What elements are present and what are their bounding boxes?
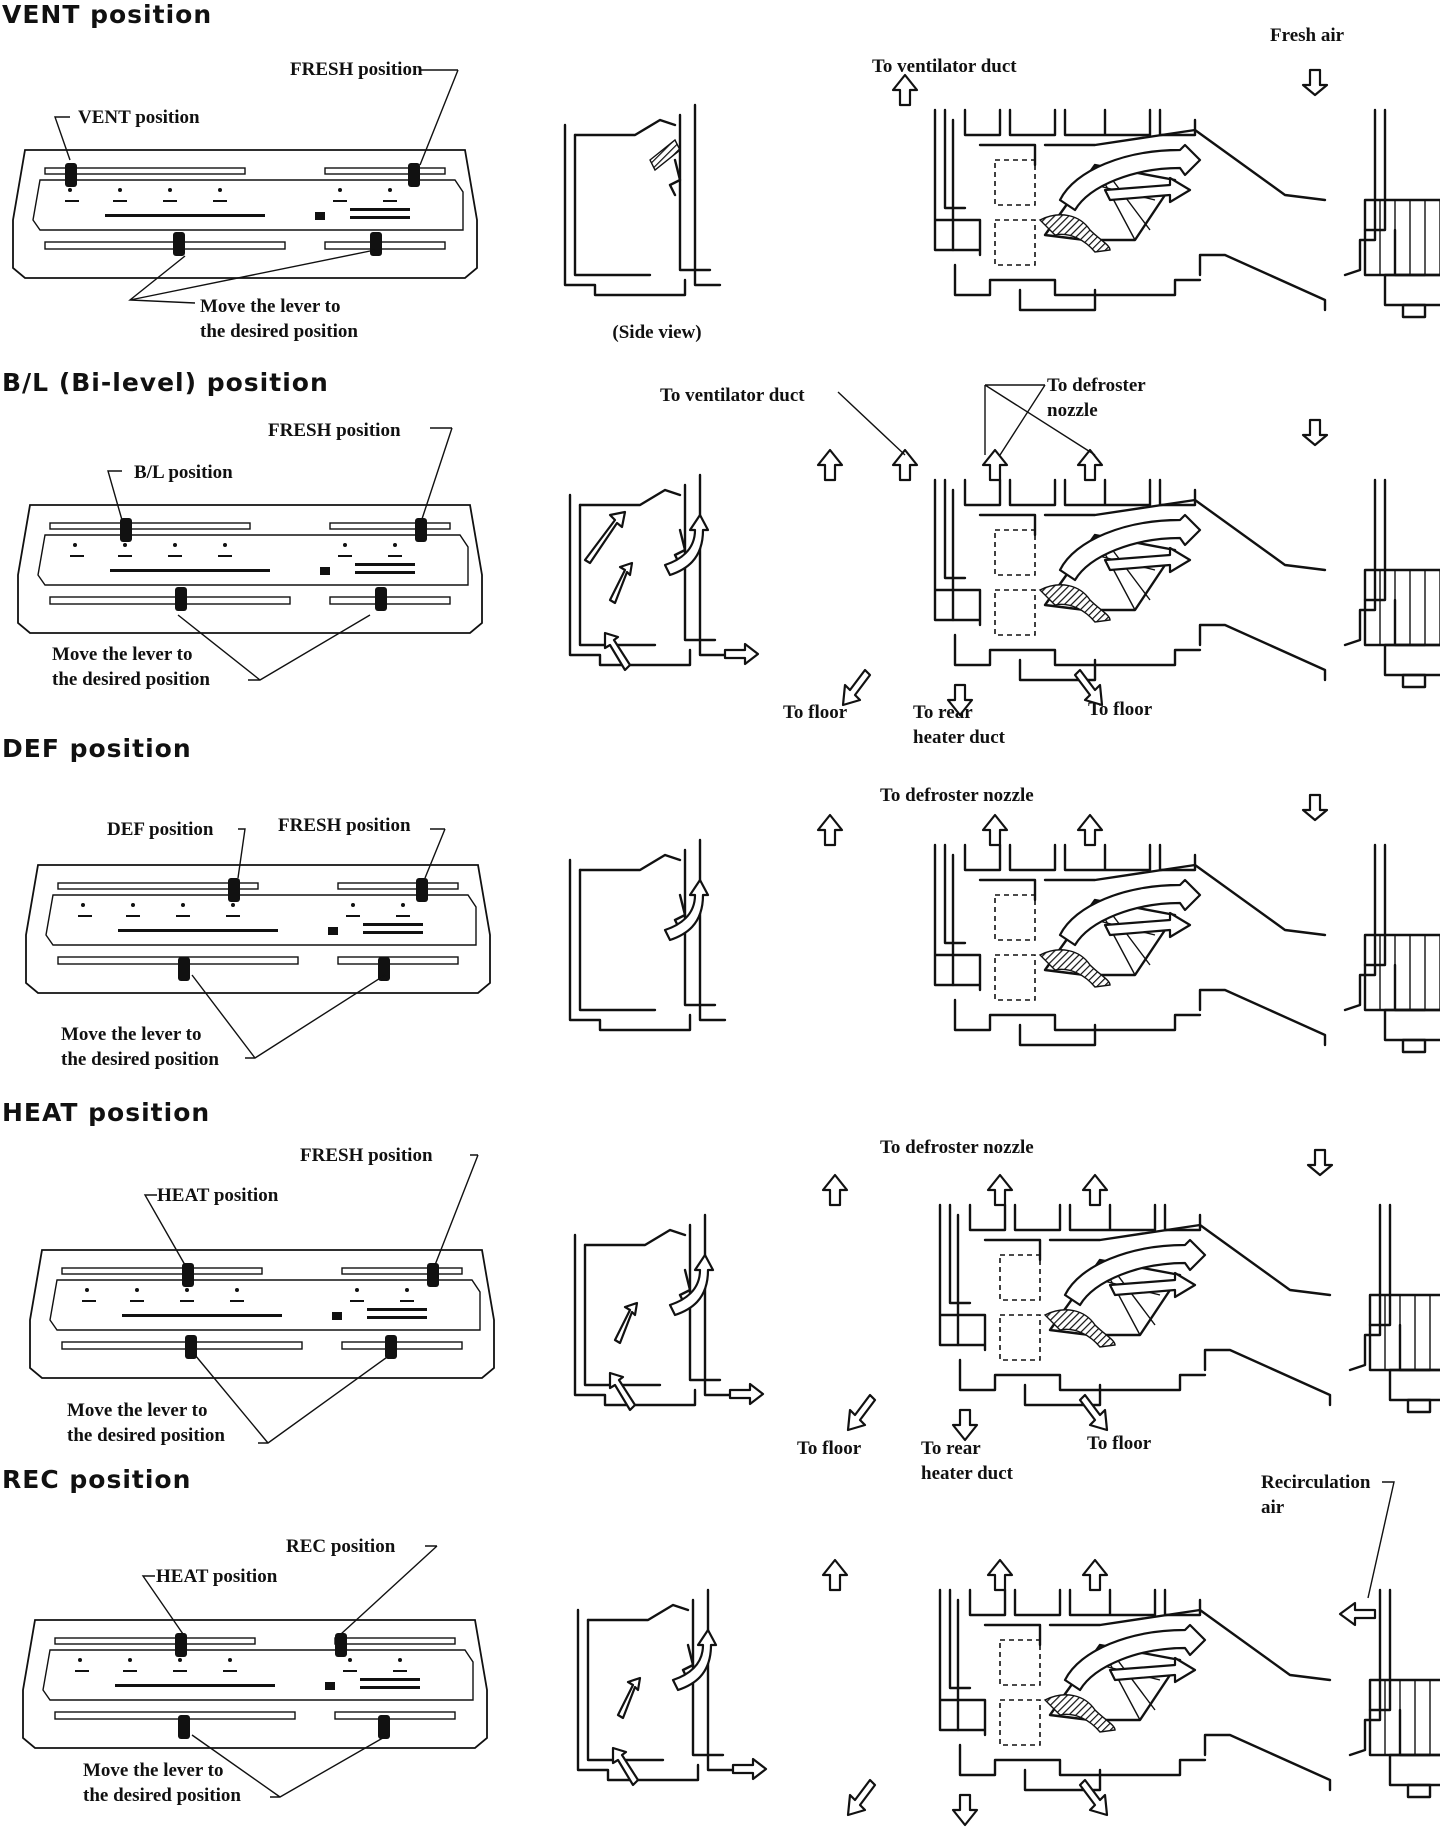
rec-mode-label: HEAT position <box>156 1566 278 1587</box>
section-title-def: DEF position <box>2 734 192 763</box>
rec-move-label: Move the lever to the desired position <box>83 1760 242 1806</box>
vent-ventilator-label: To ventilator duct <box>872 56 1017 77</box>
def-move-label: Move the lever to the desired position <box>61 1024 220 1070</box>
section-title-vent: VENT position <box>2 0 213 29</box>
def-defroster-label: To defroster nozzle <box>880 785 1034 806</box>
vent-move-label: Move the lever to the desired position <box>200 296 359 342</box>
section-title-heat: HEAT position <box>2 1098 211 1127</box>
vent-control-panel <box>12 149 478 279</box>
vent-side-view <box>563 103 722 297</box>
def-intake-label: FRESH position <box>278 815 411 836</box>
rec-control-panel <box>22 1619 488 1749</box>
def-mode-label: DEF position <box>107 819 214 840</box>
rec-intake-label: REC position <box>286 1536 396 1557</box>
bl-ventilator-label: To ventilator duct <box>660 385 805 406</box>
heat-side-view <box>573 1213 765 1412</box>
heat-heater-unit <box>821 1148 1440 1442</box>
bl-floor-right-label: To floor <box>1088 699 1153 720</box>
heat-floor-left-label: To floor <box>797 1438 862 1459</box>
bl-defroster-label: To defroster nozzle <box>1047 375 1146 421</box>
heat-rear-label: To rear heater duct <box>921 1438 1013 1484</box>
vent-mode-label: VENT position <box>78 107 200 128</box>
vent-heater-unit <box>891 68 1440 319</box>
heat-control-panel <box>29 1249 495 1379</box>
bl-floor-left-label: To floor <box>783 702 848 723</box>
def-side-view <box>568 838 727 1032</box>
rec-side-view <box>576 1588 768 1787</box>
heat-intake-label: FRESH position <box>300 1145 433 1166</box>
def-heater-unit <box>816 793 1440 1054</box>
bl-heater-unit <box>816 418 1440 717</box>
bl-side-view <box>568 473 760 672</box>
rec-heater-unit <box>821 1558 1440 1827</box>
def-control-panel <box>25 864 491 994</box>
vent-fresh-air-label: Fresh air <box>1270 25 1345 46</box>
vent-side-view-label: (Side view) <box>612 322 702 343</box>
heat-floor-right-label: To floor <box>1087 1433 1152 1454</box>
section-title-rec: REC position <box>2 1465 192 1494</box>
section-title-bl: B/L (Bi-level) position <box>2 368 329 397</box>
bl-intake-label: FRESH position <box>268 420 401 441</box>
bl-control-panel <box>17 504 483 634</box>
rec-recirc-label: Recirculation air <box>1261 1472 1371 1518</box>
vent-intake-label: FRESH position <box>290 59 423 80</box>
heat-mode-label: HEAT position <box>157 1185 279 1206</box>
heat-move-label: Move the lever to the desired position <box>67 1400 226 1446</box>
bl-move-label: Move the lever to the desired position <box>52 644 211 690</box>
bl-mode-label: B/L position <box>134 462 233 483</box>
heat-defroster-label: To defroster nozzle <box>880 1137 1034 1158</box>
